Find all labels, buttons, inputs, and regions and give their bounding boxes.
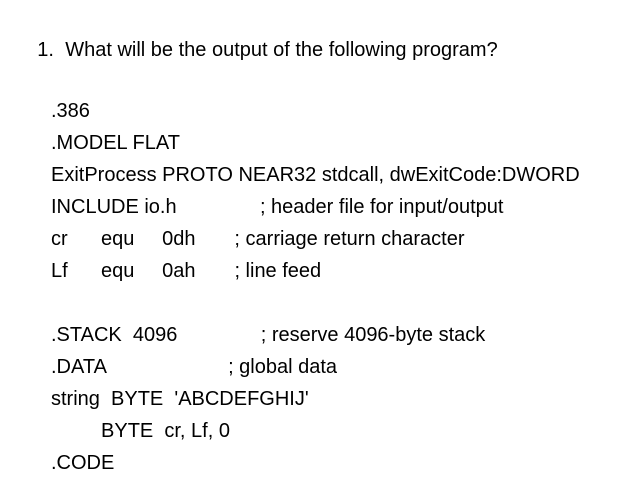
code-block: .386 .MODEL FLAT ExitProcess PROTO NEAR3…	[51, 95, 628, 479]
question-number: 1.	[37, 39, 54, 61]
question-line: 1. What will be the output of the followi…	[0, 0, 628, 86]
code-line: .STACK 4096 ; reserve 4096-byte stack	[51, 324, 486, 346]
code-line: string BYTE 'ABCDEFGHIJ'	[51, 388, 309, 410]
code-line: INCLUDE io.h ; header file for input/out…	[51, 196, 504, 218]
code-line: .386	[51, 100, 90, 122]
code-line: .CODE	[51, 452, 115, 474]
code-line: BYTE cr, Lf, 0	[51, 420, 230, 442]
question-text: What will be the output of the following…	[65, 39, 498, 61]
code-line: cr equ 0dh ; carriage return character	[51, 228, 465, 250]
code-line: .DATA ; global data	[51, 356, 338, 378]
code-line: ExitProcess PROTO NEAR32 stdcall, dwExit…	[51, 164, 580, 186]
code-line-blank	[51, 287, 628, 319]
code-line: .MODEL FLAT	[51, 132, 180, 154]
code-line: Lf equ 0ah ; line feed	[51, 260, 322, 282]
